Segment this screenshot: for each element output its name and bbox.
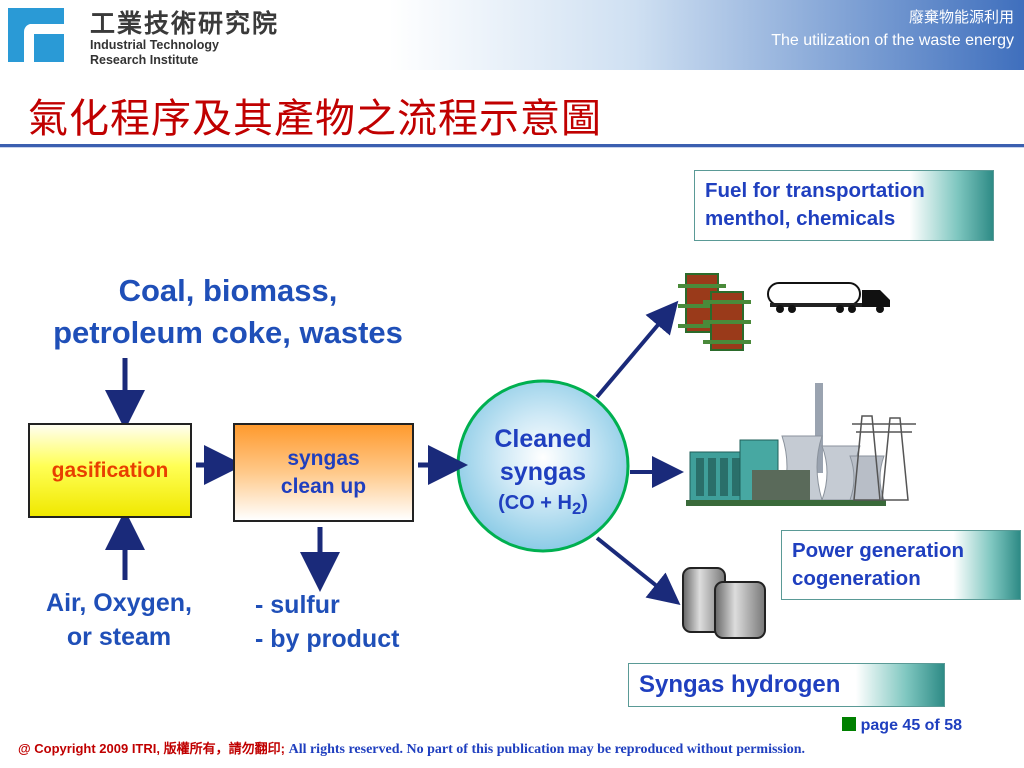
copyright-prefix: @ Copyright 2009 ITRI, (18, 741, 160, 756)
copyright-notice: @ Copyright 2009 ITRI, 版權所有，請勿翻印; All ri… (18, 738, 1018, 758)
org-name-en-line1: Industrial Technology (90, 38, 219, 52)
formula-subscript: 2 (571, 499, 582, 518)
inputs-line2: or steam (66, 623, 172, 651)
air-oxygen-steam-label: Air, Oxygen, or steam (10, 586, 228, 654)
cleaned-line2: syngas (499, 458, 587, 486)
cleaned-line1: Cleaned (494, 425, 592, 453)
feedstock-line2: petroleum coke, wastes (53, 315, 403, 350)
slide-title: 氣化程序及其產物之流程示意圖 (28, 96, 602, 142)
tanker-truck-icon (767, 282, 890, 313)
formula-suffix: ) (581, 492, 588, 514)
byproduct-label: - sulfur - by product (255, 588, 399, 656)
gasification-label: gasification (51, 458, 169, 482)
gasification-box: gasification (28, 423, 192, 518)
hydrogen-output-box: Syngas hydrogen (628, 663, 945, 707)
feedstock-label: Coal, biomass, petroleum coke, wastes (0, 270, 456, 354)
power-line2: cogeneration (792, 567, 921, 590)
itri-logo-icon (0, 0, 72, 70)
fuel-line1: Fuel for transportation (705, 179, 925, 202)
syngas-formula: (CO + H2) (460, 489, 626, 523)
fuel-line2: menthol, chemicals (705, 207, 896, 230)
copyright-text: All rights reserved. No part of this pub… (288, 742, 806, 757)
hydrogen-label: Syngas hydrogen (639, 671, 841, 698)
topic-en: The utilization of the waste energy (771, 32, 1014, 49)
power-plant-icon (686, 383, 916, 506)
power-output-box: Power generation cogeneration (781, 530, 1021, 600)
syngas-cleanup-box: syngas clean up (233, 423, 414, 522)
formula-prefix: (CO + H (498, 492, 572, 514)
header-bar: 工業技術研究院 Industrial Technology Research I… (0, 0, 1024, 70)
inputs-line1: Air, Oxygen, (46, 589, 192, 617)
page-number: page 45 of 58 (860, 717, 962, 734)
hydrogen-tanks-icon (682, 567, 766, 639)
arrow-syngas-to-hydrogen (595, 536, 681, 606)
topic-zh: 廢棄物能源利用 (908, 8, 1014, 26)
cleanup-line2: clean up (280, 474, 367, 498)
cleaned-syngas-label: Cleaned syngas (CO + H2) (460, 423, 626, 523)
title-divider (0, 144, 1024, 147)
page-square-icon (841, 717, 856, 731)
arrow-syngas-to-fuel (595, 300, 679, 399)
page-indicator: page 45 of 58 (841, 717, 962, 735)
power-line1: Power generation (792, 539, 965, 562)
byproduct-line2: - by product (255, 625, 400, 653)
org-name-en: Industrial Technology Research Institute (90, 38, 219, 68)
title-divider-shadow (0, 147, 1024, 148)
cleanup-line1: syngas (287, 446, 360, 470)
chemical-barrels-icon (678, 273, 751, 351)
byproduct-line1: - sulfur (255, 591, 340, 619)
copyright-zh: 版權所有，請勿翻印; (163, 741, 285, 756)
org-name-zh: 工業技術研究院 (90, 9, 280, 38)
fuel-output-box: Fuel for transportation menthol, chemica… (694, 170, 994, 241)
feedstock-line1: Coal, biomass, (118, 273, 338, 308)
org-name-en-line2: Research Institute (90, 53, 199, 67)
